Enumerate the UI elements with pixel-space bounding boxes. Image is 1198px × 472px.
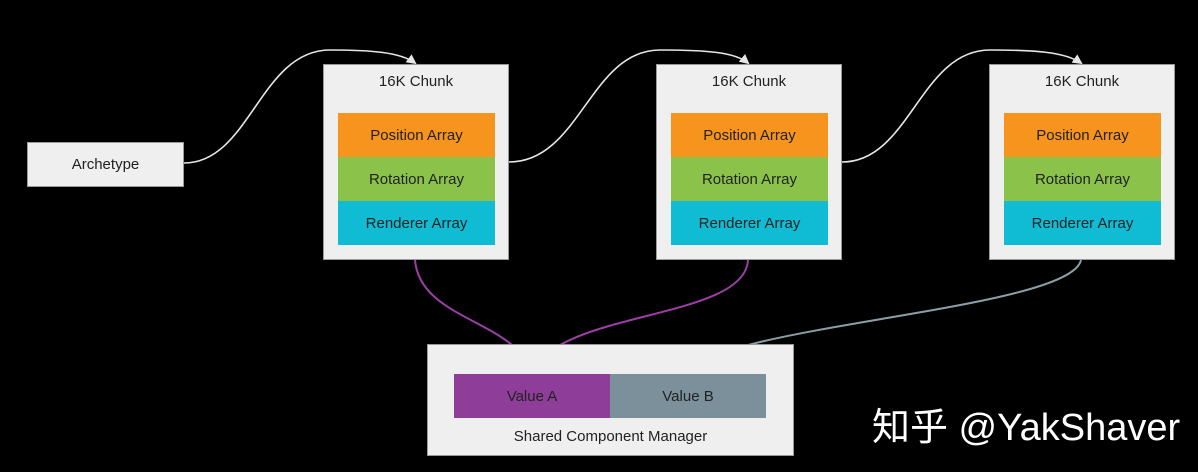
chunk-2: 16K Chunk Position Array Rotation Array … <box>656 64 842 260</box>
watermark-text: 知乎 @YakShaver <box>872 407 1181 449</box>
position-array: Position Array <box>671 113 828 157</box>
shared-component-manager: Value A Value B Shared Component Manager <box>427 344 794 456</box>
renderer-array: Renderer Array <box>671 201 828 245</box>
chunk-title: 16K Chunk <box>378 73 454 90</box>
link-chunk-2-to-chunk-3 <box>841 49 1083 163</box>
rotation-array: Rotation Array <box>1004 157 1161 201</box>
chunk-1: 16K Chunk Position Array Rotation Array … <box>323 64 509 260</box>
archetype-box: Archetype <box>27 142 184 187</box>
archetype-label: Archetype <box>71 156 140 173</box>
chunk-title: 16K Chunk <box>1044 73 1120 90</box>
position-array: Position Array <box>1004 113 1161 157</box>
value-a: Value A <box>454 374 610 418</box>
link-archetype-to-chunk-1 <box>183 49 417 164</box>
rotation-array: Rotation Array <box>671 157 828 201</box>
renderer-array: Renderer Array <box>338 201 495 245</box>
link-chunk-1-to-chunk-2 <box>508 49 750 163</box>
chunk-3: 16K Chunk Position Array Rotation Array … <box>989 64 1175 260</box>
chunk-title: 16K Chunk <box>711 73 787 90</box>
manager-label: Shared Component Manager <box>513 428 708 445</box>
position-array: Position Array <box>338 113 495 157</box>
value-b: Value B <box>610 374 766 418</box>
renderer-array: Renderer Array <box>1004 201 1161 245</box>
rotation-array: Rotation Array <box>338 157 495 201</box>
